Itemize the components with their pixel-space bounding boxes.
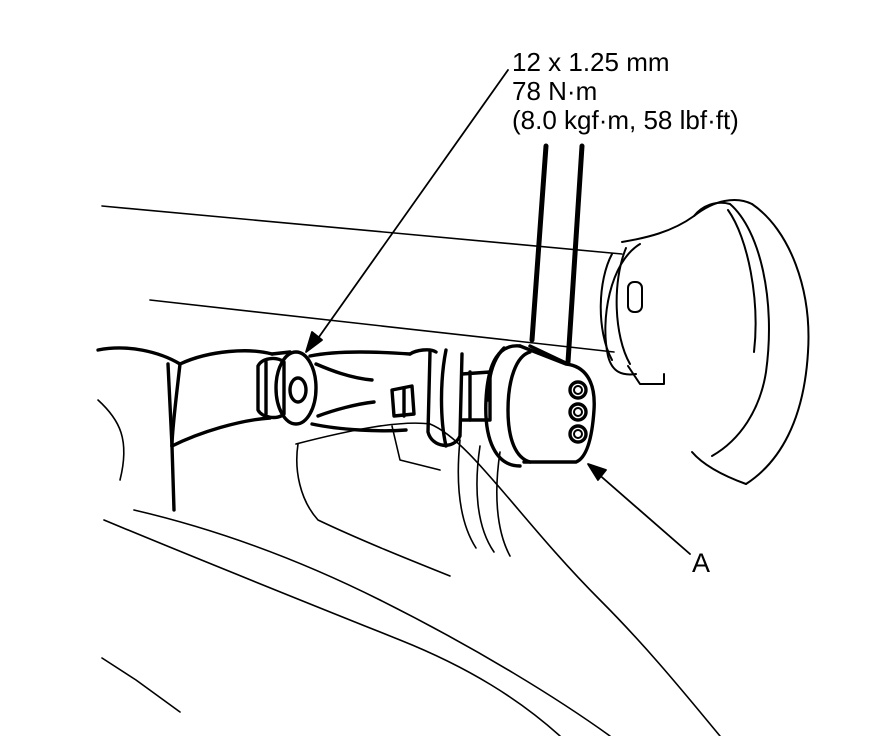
- cv-boot: [599, 199, 810, 485]
- stabilizer-link-shaft: [529, 143, 585, 365]
- callout-a-leader-line: [587, 463, 691, 555]
- background-reference-lines: [101, 205, 623, 353]
- torque-value-label: 78 N·m: [512, 76, 598, 106]
- flange-bolt: [256, 350, 412, 433]
- lower-arm-outline: [96, 346, 292, 512]
- thread-size-label: 12 x 1.25 mm: [512, 47, 670, 77]
- spec-leader-line: [305, 69, 509, 353]
- body-panel-outline: [97, 399, 721, 736]
- torque-alt-units-label: (8.0 kgf·m, 58 lbf·ft): [512, 105, 739, 135]
- link-body: [390, 348, 492, 448]
- ball-joint-housing: [484, 344, 596, 468]
- torque-specification: 12 x 1.25 mm 78 N·m (8.0 kgf·m, 58 lbf·f…: [512, 48, 739, 135]
- callout-a-label: A: [692, 548, 711, 578]
